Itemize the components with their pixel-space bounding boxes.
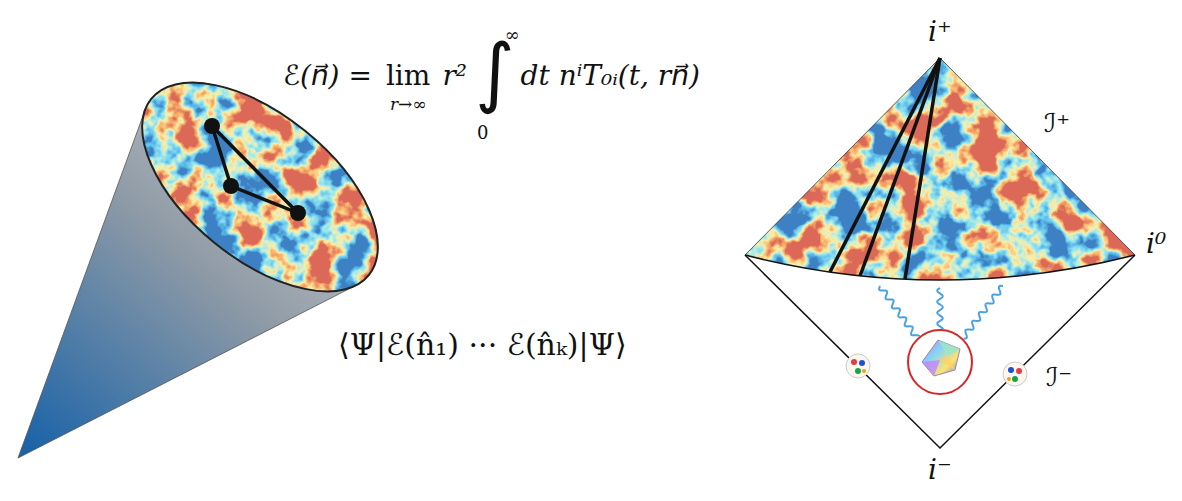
integral-limit: ∞ xyxy=(505,26,520,44)
quark-dot xyxy=(862,369,866,373)
quark-dot xyxy=(859,360,865,366)
detector-dot xyxy=(223,178,239,194)
gluon-wave xyxy=(964,286,1003,339)
detector-dot xyxy=(204,118,220,134)
detector-line xyxy=(905,58,940,279)
penrose-label: i⁺ xyxy=(928,18,952,46)
future-null-infinity xyxy=(745,58,1135,255)
quark-dot xyxy=(1007,377,1011,381)
gluon-wave xyxy=(879,286,920,336)
blob-facet xyxy=(938,340,960,356)
integral-limit: 0 xyxy=(477,124,488,142)
correlator-triangle xyxy=(212,126,298,213)
past-null-infinity xyxy=(745,255,1135,448)
penrose-label: ℐ⁺ xyxy=(1044,110,1070,136)
incoming-hadron xyxy=(1003,362,1027,386)
quark-dot xyxy=(1008,367,1014,373)
detector-dot xyxy=(290,205,306,221)
integral-sign: ∫ xyxy=(475,34,515,110)
blob-shape xyxy=(922,340,960,376)
formula-text: r² xyxy=(442,62,467,90)
blob-facet xyxy=(922,360,940,376)
quark-dot xyxy=(851,359,857,365)
penrose-label: ℐ⁻ xyxy=(1046,364,1072,390)
penrose-label: i⁻ xyxy=(928,456,952,484)
detector-line xyxy=(860,58,940,276)
formula-text: lim xyxy=(386,62,430,90)
formula-text: dt nⁱT₀ᵢ(t, rn⃗) xyxy=(521,62,700,90)
quark-dot xyxy=(1012,376,1018,382)
gluon-wave xyxy=(937,288,943,329)
formula-text: ℰ(n⃗) = xyxy=(283,62,372,90)
disk-outline xyxy=(106,43,414,331)
incoming-hadron xyxy=(846,354,870,378)
cmb-texture xyxy=(100,60,420,320)
quark-dot xyxy=(1016,368,1022,374)
future-null-infinity-sky xyxy=(740,50,1140,310)
penrose-label: i⁰ xyxy=(1146,230,1166,258)
correlator-formula: ⟨Ψ|ℰ(n̂₁) ··· ℰ(n̂ₖ)|Ψ⟩ xyxy=(338,330,627,360)
cauchy-surface xyxy=(745,255,1135,280)
formula-limit: r→∞ xyxy=(390,96,427,113)
collision-circle xyxy=(908,330,972,394)
detector-triangle xyxy=(204,118,306,221)
quark-dot xyxy=(855,368,861,374)
collision-blob xyxy=(922,340,960,376)
hadron-circle xyxy=(1003,362,1027,386)
sky-disk xyxy=(100,60,420,320)
cmb-texture xyxy=(740,50,1140,310)
blob-facet xyxy=(940,356,955,370)
detector-worldlines xyxy=(830,58,940,279)
hadron-circle xyxy=(846,354,870,378)
